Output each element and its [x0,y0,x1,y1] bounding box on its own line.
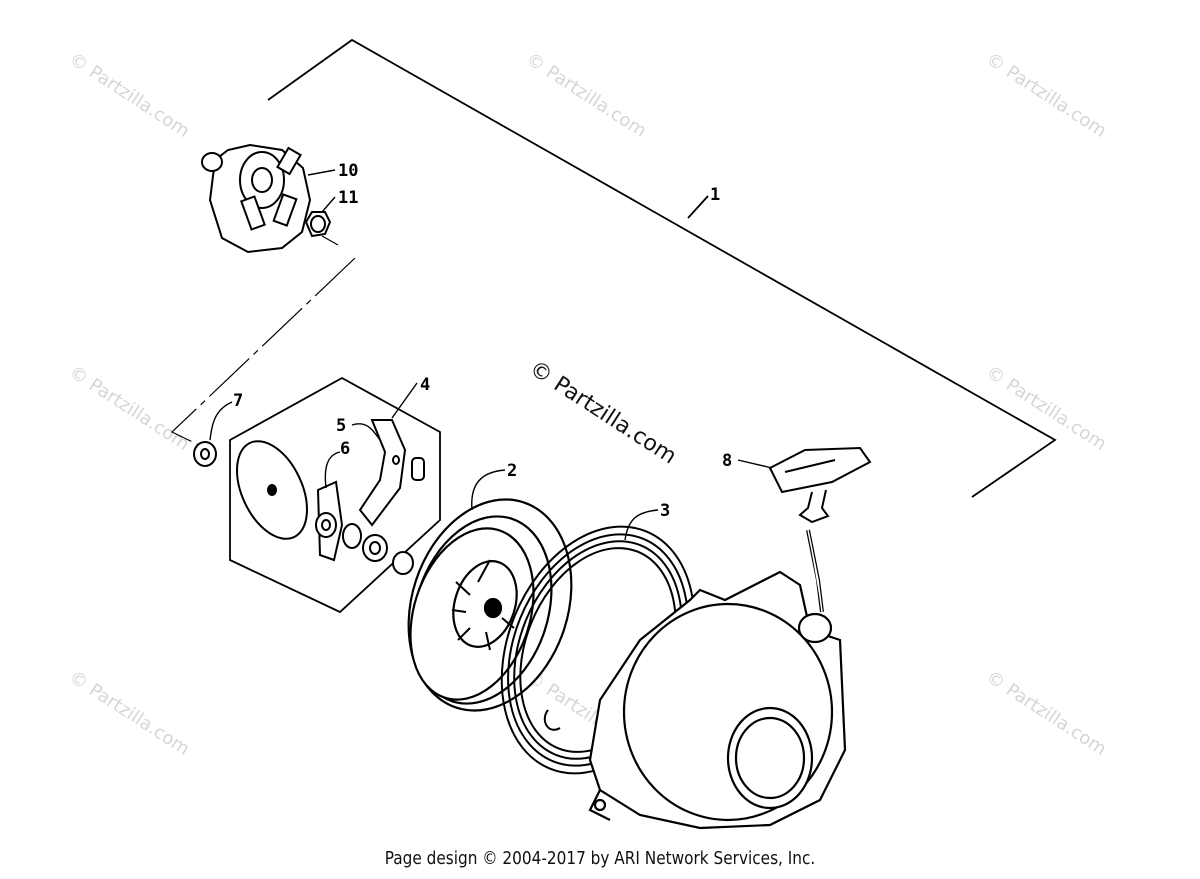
watermark-br: © Partzilla.com [982,667,1110,760]
watermark-tr: © Partzilla.com [982,49,1110,142]
callout-7: 7 [233,391,243,411]
watermark-tl: © Partzilla.com [65,49,193,142]
callout-labels: 1 2 3 4 5 6 7 8 10 11 [233,161,732,521]
footer-credit: Page design © 2004-2017 by ARI Network S… [384,848,816,869]
callout-11: 11 [338,188,358,208]
part-7-washer [193,441,217,467]
callout-8: 8 [722,451,732,471]
centre-line [170,235,356,449]
callout-3: 3 [660,501,670,521]
part-1-housing [588,570,847,830]
callout-4: 4 [420,375,430,395]
callout-1: 1 [710,185,720,205]
watermark-ml: © Partzilla.com [65,362,193,455]
part-11-nut [304,211,332,238]
part-4-kit-contents [236,419,425,575]
part-4-kit-outline [229,376,441,614]
callout-5: 5 [336,416,346,436]
callout-2: 2 [507,461,517,481]
watermark-mr: © Partzilla.com [982,362,1110,455]
watermark-tm: © Partzilla.com [522,49,650,142]
part-8-pull-handle [768,446,872,613]
part-10-starter-cup [201,143,312,254]
callout-6: 6 [340,439,350,459]
assembly-bracket [267,38,1057,498]
watermark-center: © Partzilla.com [525,356,681,469]
leader-lines [209,169,773,541]
callout-10: 10 [338,161,358,181]
watermark-bl: © Partzilla.com [65,667,193,760]
